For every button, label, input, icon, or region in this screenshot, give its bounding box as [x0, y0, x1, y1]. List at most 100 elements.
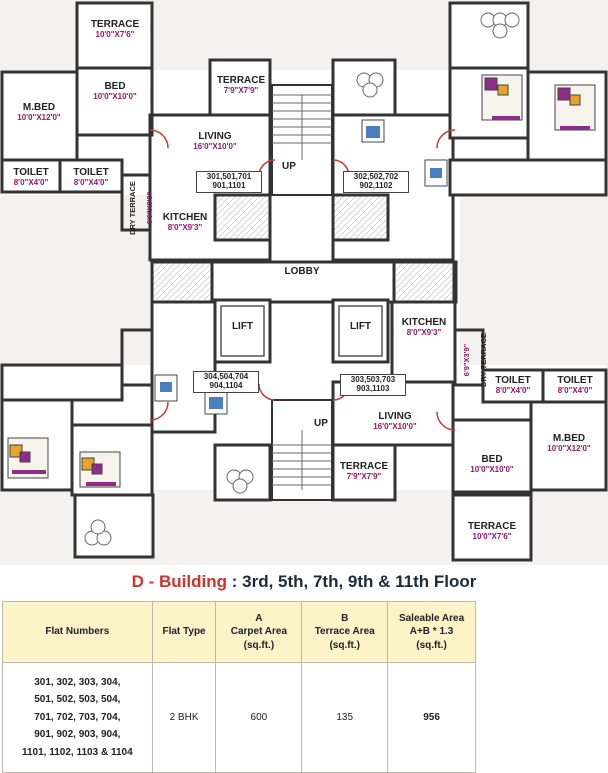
- room-toilet-se1: TOILET 8'0"X4'0": [484, 375, 542, 395]
- room-name: M.BED: [552, 433, 586, 444]
- building-name: D - Building: [131, 572, 227, 591]
- room-name: TOILET: [495, 375, 531, 386]
- room-name: TERRACE: [467, 521, 517, 532]
- header-flat-numbers: Flat Numbers: [2, 601, 153, 663]
- room-mbed-nw: M.BED 10'0"X12'0": [4, 102, 74, 122]
- flat-numbers-line: 1101, 1102, 1103 & 1104: [21, 746, 133, 758]
- lobby-text: LOBBY: [284, 266, 320, 277]
- flat-tag-nw: 301,501,701 901,1101: [196, 171, 262, 193]
- lift-text: LIFT: [349, 321, 372, 332]
- stair-up-north-label: UP: [278, 161, 300, 173]
- room-mbed-se: M.BED 10'0"X12'0": [534, 433, 604, 453]
- cell-flat-type: 2 BHK: [151, 662, 217, 773]
- room-dimension: 16'0"X10'0": [373, 421, 417, 431]
- room-dimension: 7'9"X7'9": [346, 471, 382, 481]
- room-dimension: 7'9"X7'9": [223, 85, 259, 95]
- floors-text: : 3rd, 5th, 7th, 9th & 11th Floor: [231, 572, 477, 591]
- room-dimension: 10'0"X12'0": [17, 112, 61, 122]
- room-dimension: 16'0"X10'0": [193, 141, 237, 151]
- flat-numbers-line: 901, 902, 903, 904,: [34, 729, 121, 741]
- room-name: KITCHEN: [162, 212, 208, 223]
- area-table: Flat Numbers Flat Type A Carpet Area (sq…: [2, 601, 476, 773]
- room-toilet-se2: TOILET 8'0"X4'0": [546, 375, 604, 395]
- room-name: KITCHEN: [401, 317, 447, 328]
- terrace-letter: B: [341, 612, 349, 624]
- dry-terrace-se-label: 6'9"X3'9" DRY TERRACE: [457, 323, 488, 397]
- room-dimension: 6'9"X3'9": [144, 191, 154, 225]
- room-terrace-s: TERRACE 7'9"X7'9": [334, 461, 394, 481]
- room-name: TOILET: [557, 375, 593, 386]
- room-name: TERRACE: [216, 75, 266, 86]
- room-toilet-nw1: TOILET 8'0"X4'0": [3, 167, 59, 187]
- lift-east-label: LIFT: [339, 321, 382, 333]
- flat-tag-se: 303,503,703 903,1103: [340, 374, 406, 396]
- room-dimension: 10'0"X10'0": [470, 464, 514, 474]
- room-dimension: 10'0"X7'6": [95, 29, 135, 39]
- stair-up-text: UP: [314, 418, 328, 429]
- room-name: BED: [481, 454, 503, 465]
- room-name: BED: [104, 81, 126, 92]
- terrace-label: Terrace Area: [314, 626, 375, 638]
- terrace-unit: (sq.ft.): [329, 639, 360, 651]
- flat-numbers-line: 301, 302, 303, 304,: [34, 676, 121, 688]
- room-dimension: 10'0"X12'0": [547, 443, 591, 453]
- room-kitchen-se: KITCHEN 8'0"X9'3": [394, 317, 454, 337]
- room-bed-nw: BED 10'0"X10'0": [80, 81, 150, 101]
- room-dimension: 10'0"X10'0": [93, 91, 137, 101]
- saleable-formula: A+B * 1.3: [409, 626, 454, 638]
- lift-text: LIFT: [231, 321, 254, 332]
- room-name: LIVING: [378, 411, 412, 422]
- room-dimension: 10'0"X7'6": [472, 531, 512, 541]
- room-name: TOILET: [73, 167, 109, 178]
- floor-plan-walls: [0, 1, 608, 562]
- cell-saleable-area: 956: [387, 662, 476, 773]
- room-name: TOILET: [13, 167, 49, 178]
- cell-carpet-area: 600: [215, 662, 303, 773]
- table-row: 301, 302, 303, 304, 501, 502, 503, 504, …: [2, 662, 476, 773]
- room-name: DRY TERRACE: [478, 333, 488, 387]
- room-terrace-n: TERRACE 7'9"X7'9": [210, 75, 272, 95]
- header-carpet-area: A Carpet Area (sq.ft.): [215, 601, 303, 663]
- room-dimension: 8'0"X9'3": [167, 222, 203, 232]
- room-living-se: LIVING 16'0"X10'0": [360, 411, 430, 431]
- room-kitchen-nw: KITCHEN 8'0"X9'3": [155, 212, 215, 232]
- room-name: TERRACE: [90, 19, 140, 30]
- room-name: M.BED: [22, 102, 56, 113]
- flat-tag-ne: 302,502,702 902,1102: [343, 171, 409, 193]
- header-saleable-area: Saleable Area A+B * 1.3 (sq.ft.): [387, 601, 476, 663]
- carpet-label: Carpet Area: [230, 626, 288, 638]
- room-terrace-se: TERRACE 10'0"X7'6": [456, 521, 528, 541]
- room-dimension: 6'9"X3'9": [462, 343, 471, 377]
- cell-terrace-area: 135: [301, 662, 389, 773]
- lift-west-label: LIFT: [221, 321, 264, 333]
- saleable-label: Saleable Area: [398, 612, 465, 624]
- room-name: LIVING: [198, 131, 232, 142]
- table-header-row: Flat Numbers Flat Type A Carpet Area (sq…: [2, 601, 476, 663]
- flat-numbers-line: 501, 502, 503, 504,: [34, 694, 121, 706]
- carpet-letter: A: [255, 612, 263, 624]
- cell-flat-numbers: 301, 302, 303, 304, 501, 502, 503, 504, …: [2, 662, 153, 773]
- building-heading: D - Building : 3rd, 5th, 7th, 9th & 11th…: [0, 572, 608, 592]
- room-bed-se: BED 10'0"X10'0": [456, 454, 528, 474]
- header-flat-type: Flat Type: [151, 601, 217, 663]
- carpet-unit: (sq.ft.): [243, 639, 275, 651]
- room-terrace-nw: TERRACE 10'0"X7'6": [80, 19, 150, 39]
- dry-terrace-nw-label: DRY TERRACE 6'9"X3'9": [123, 171, 154, 245]
- lobby-label: LOBBY: [270, 266, 334, 278]
- room-dimension: 8'0"X4'0": [73, 177, 109, 187]
- room-living-nw: LIVING 16'0"X10'0": [180, 131, 250, 151]
- stair-up-text: UP: [282, 161, 296, 172]
- room-dimension: 8'0"X4'0": [495, 385, 531, 395]
- flat-tag-sw: 304,504,704 904,1104: [193, 371, 259, 393]
- stair-up-south-label: UP: [310, 418, 332, 430]
- room-dimension: 8'0"X4'0": [13, 177, 49, 187]
- room-dimension: 8'0"X9'3": [406, 327, 442, 337]
- flat-numbers-line: 701, 702, 703, 704,: [34, 711, 121, 723]
- room-name: TERRACE: [339, 461, 389, 472]
- floor-plan: TERRACE 10'0"X7'6" BED 10'0"X10'0" M.BED…: [0, 0, 608, 565]
- header-terrace-area: B Terrace Area (sq.ft.): [301, 601, 389, 663]
- room-name: DRY TERRACE: [128, 181, 137, 235]
- saleable-unit: (sq.ft.): [416, 639, 447, 651]
- room-toilet-nw2: TOILET 8'0"X4'0": [62, 167, 120, 187]
- room-dimension: 8'0"X4'0": [557, 385, 593, 395]
